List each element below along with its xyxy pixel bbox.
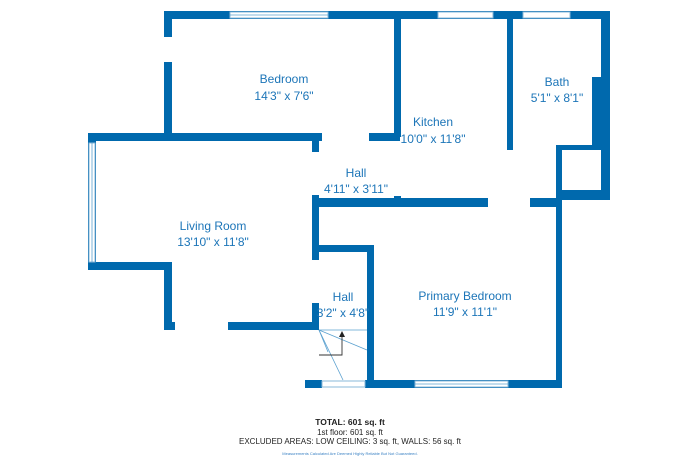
stairs bbox=[318, 329, 368, 381]
hall-lower-name: Hall bbox=[333, 290, 354, 304]
bath-name: Bath bbox=[545, 75, 570, 89]
kitchen-name: Kitchen bbox=[413, 115, 453, 129]
living-room-size: 13'10" x 11'8" bbox=[177, 235, 249, 249]
walls bbox=[88, 11, 610, 388]
windows bbox=[88, 11, 571, 388]
hall-upper-size: 4'11" x 3'11" bbox=[324, 182, 388, 196]
hall-lower-size: 3'2" x 4'8" bbox=[317, 306, 369, 320]
kitchen-size: 10'0" x 11'8" bbox=[401, 132, 466, 146]
living-room-name: Living Room bbox=[180, 219, 247, 233]
hall-upper-name: Hall bbox=[346, 166, 367, 180]
total-area: TOTAL: 601 sq. ft bbox=[315, 417, 385, 427]
bedroom-size: 14'3" x 7'6" bbox=[254, 89, 313, 103]
floor-area: 1st floor: 601 sq. ft bbox=[317, 428, 383, 437]
room-labels: Bedroom 14'3" x 7'6" Kitchen 10'0" x 11'… bbox=[177, 72, 583, 320]
primary-bedroom-name: Primary Bedroom bbox=[418, 289, 511, 303]
bedroom-name: Bedroom bbox=[260, 72, 309, 86]
disclaimer: Measurements Calculated Are Deemed Highl… bbox=[282, 451, 418, 456]
stair-arrow-icon bbox=[339, 331, 345, 337]
bath-size: 5'1" x 8'1" bbox=[531, 91, 583, 105]
excluded-areas: EXCLUDED AREAS: LOW CEILING: 3 sq. ft, W… bbox=[239, 437, 461, 446]
primary-bedroom-size: 11'9" x 11'1" bbox=[433, 305, 497, 319]
